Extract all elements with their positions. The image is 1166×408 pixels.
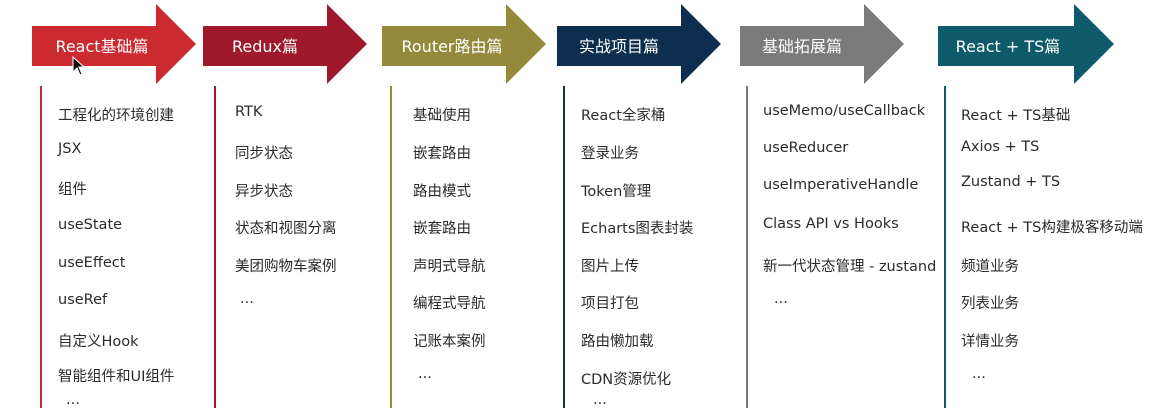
topic-item: useRef [58,292,108,308]
topic-item: React全家桶 [581,108,666,124]
stage-arrow-extension: 基础拓展篇 [740,4,904,84]
stage-column-redux: RTK 同步状态 异步状态 状态和视图分离 美团购物车案例 ... [214,86,374,408]
topic-item: ... [240,291,254,307]
column-divider [563,86,565,408]
stage-title: 基础拓展篇 [761,37,842,56]
topic-item: 同步状态 [235,146,293,162]
column-divider [40,86,42,408]
arrow-shape [382,4,546,84]
topic-item: ... [774,291,788,307]
topic-item: 声明式导航 [413,259,486,275]
topic-item: JSX [58,141,82,157]
topic-item: CDN资源优化 [581,372,672,388]
stage-title: Router路由篇 [401,37,503,56]
topic-item: 详情业务 [961,334,1019,350]
column-divider [746,86,748,408]
topic-item: 图片上传 [581,259,639,275]
stage-arrow-router: Router路由篇 [382,4,546,84]
topic-item: useReducer [763,140,849,156]
topic-item: 登录业务 [581,146,639,162]
topic-item: ... [593,392,607,408]
topic-item: 异步状态 [235,184,293,200]
stage-title: Redux篇 [231,37,298,56]
topic-item: 列表业务 [961,296,1019,312]
topic-item: 频道业务 [961,259,1019,275]
stage-arrow-project: 实战项目篇 [557,4,721,84]
stage-column-project: React全家桶 登录业务 Token管理 Echarts图表封装 图片上传 项… [563,86,733,408]
topic-item: 项目打包 [581,296,639,312]
topic-item: ... [66,392,80,408]
stage-column-react-ts: React + TS基础 Axios + TS Zustand + TS Rea… [944,86,1154,408]
topic-item: 嵌套路由 [413,221,471,237]
arrow-shape [557,4,721,84]
topic-item: React + TS构建极客移动端 [961,220,1143,236]
topic-item: useEffect [58,255,126,271]
topic-item: RTK [235,104,263,120]
arrow-shape [203,4,367,84]
topic-item: 嵌套路由 [413,146,471,162]
topic-item: useImperativeHandle [763,177,919,193]
arrow-shape [938,4,1114,84]
stage-arrow-redux: Redux篇 [203,4,367,84]
topic-item: Axios + TS [961,139,1040,155]
topic-item: 记账本案例 [413,334,486,350]
stage-title: React + TS篇 [955,37,1061,56]
topic-item: Token管理 [581,184,652,200]
topic-item: 工程化的环境创建 [58,108,174,124]
topic-item: 路由懒加载 [581,334,654,350]
stage-column-react-basics: 工程化的环境创建 JSX 组件 useState useEffect useRe… [40,86,210,408]
topic-item: Zustand + TS [961,174,1061,190]
topic-item: 编程式导航 [413,296,486,312]
stage-title: React基础篇 [55,37,149,56]
stage-column-router: 基础使用 嵌套路由 路由模式 嵌套路由 声明式导航 编程式导航 记账本案例 ..… [390,86,550,408]
topic-item: ... [972,366,986,382]
column-divider [944,86,946,408]
topic-item: 路由模式 [413,184,471,200]
stage-arrow-react-ts: React + TS篇 [938,4,1114,84]
stage-column-extension: useMemo/useCallback useReducer useImpera… [746,86,942,408]
topic-item: ... [418,366,432,382]
column-divider [214,86,216,408]
topic-item: React + TS基础 [961,108,1071,124]
stage-arrow-react-basics: React基础篇 [32,4,196,84]
topic-item: useMemo/useCallback [763,103,926,119]
topic-item: useState [58,217,123,233]
topic-item: Class API vs Hooks [763,216,899,232]
column-divider [390,86,392,408]
topic-item: 自定义Hook [58,334,139,350]
topic-item: 组件 [58,182,87,198]
topic-item: 美团购物车案例 [235,259,337,275]
topic-item: 新一代状态管理 - zustand [763,259,937,275]
topic-item: 智能组件和UI组件 [58,369,175,385]
mouse-cursor-icon [72,56,86,76]
topic-item: Echarts图表封装 [581,221,694,237]
arrow-shape [740,4,904,84]
stage-title: 实战项目篇 [578,37,659,56]
topic-item: 状态和视图分离 [235,221,337,237]
topic-item: 基础使用 [413,108,471,124]
